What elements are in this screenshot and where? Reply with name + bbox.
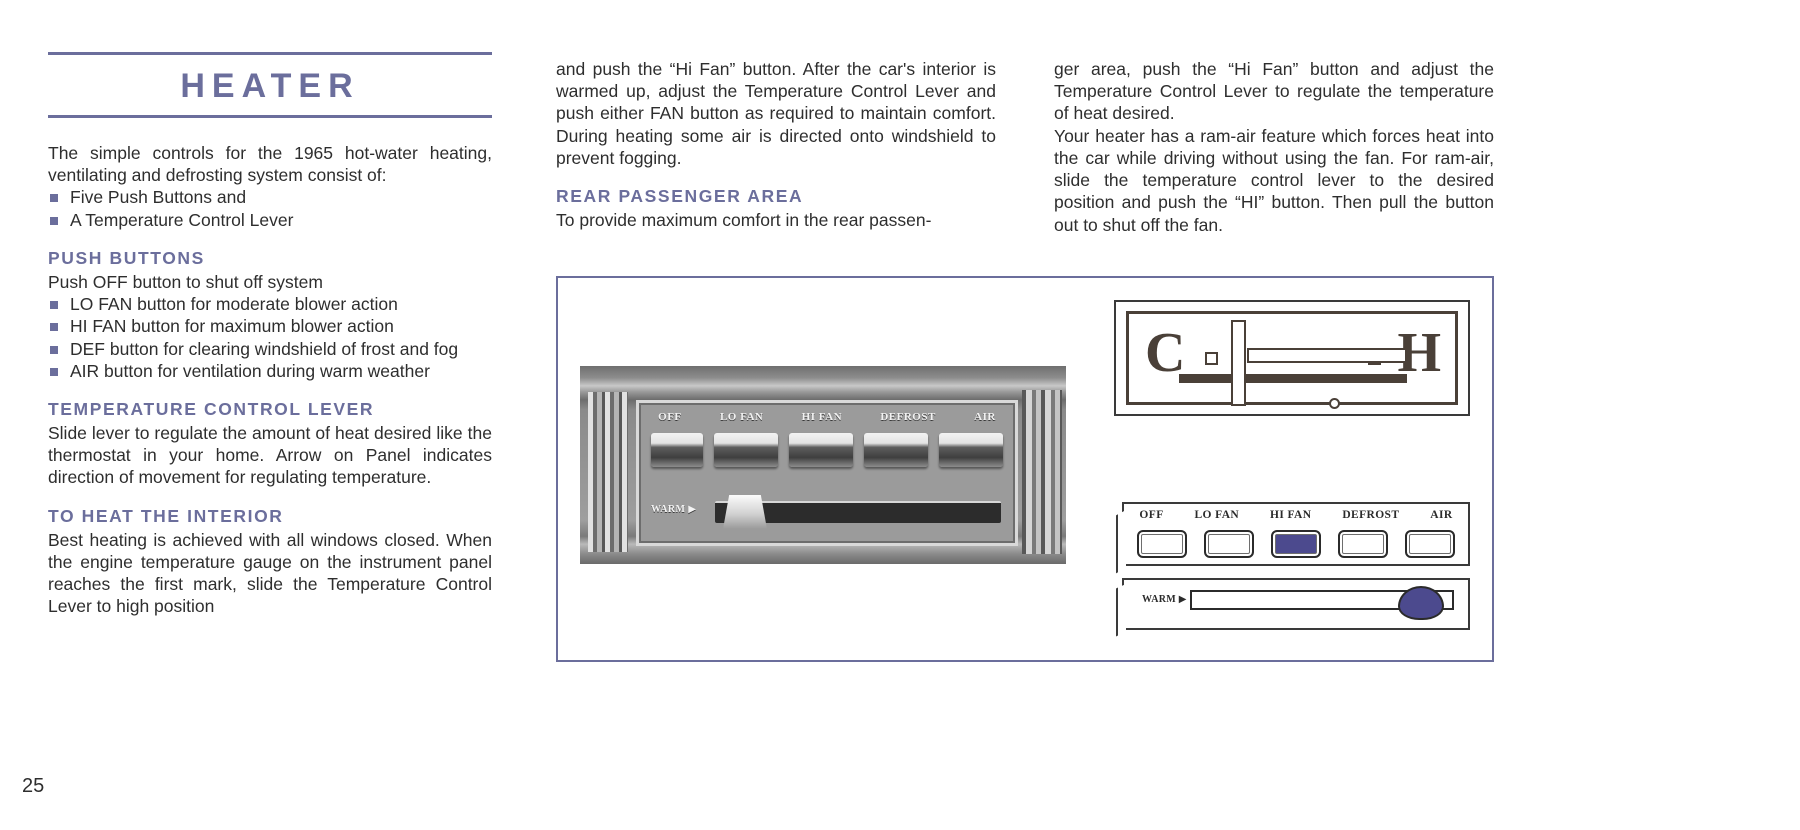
temperature-lever-paragraph: Slide lever to regulate the amount of he… xyxy=(48,422,492,488)
lever-pivot xyxy=(1329,398,1340,409)
diagram-button-hi-fan[interactable] xyxy=(1270,530,1321,558)
rear-passenger-continuation-paragraph: ger area, push the “Hi Fan” button and a… xyxy=(1054,59,1494,124)
figure-box: OFF LO FAN HI FAN DEFROST AIR WARM ▶ xyxy=(556,276,1494,662)
right-column: ger area, push the “Hi Fan” button and a… xyxy=(1054,58,1494,236)
title-rule-top xyxy=(48,52,492,55)
photo-button-air xyxy=(939,433,1004,467)
title-rule-bottom xyxy=(48,115,492,118)
diagram-label-air: AIR xyxy=(1430,509,1453,521)
lever-cold-label: C xyxy=(1145,322,1186,384)
intro-bullet-list: Five Push Buttons and A Temperature Cont… xyxy=(48,186,492,230)
to-heat-interior-paragraph: Best heating is achieved with all window… xyxy=(48,529,492,617)
push-buttons-bullet-list: LO FAN button for moderate blower action… xyxy=(48,293,492,382)
diagram-label-lo-fan: LO FAN xyxy=(1194,509,1240,521)
rear-passenger-paragraph: To provide maximum comfort in the rear p… xyxy=(556,210,932,231)
diagram-button-off[interactable] xyxy=(1136,530,1187,558)
photo-button-row xyxy=(645,433,1009,467)
diagram-label-off: OFF xyxy=(1139,509,1164,521)
photo-label-air: AIR xyxy=(974,411,996,423)
lever-diagram-inner-frame: C H xyxy=(1126,311,1458,409)
photo-right-trim xyxy=(1022,390,1062,554)
page-title: HEATER xyxy=(180,67,360,105)
diagram-warm-label: WARM ▶ xyxy=(1142,594,1187,605)
heater-control-panel-photo: OFF LO FAN HI FAN DEFROST AIR WARM ▶ xyxy=(580,366,1066,564)
push-buttons-lead: Push OFF button to shut off system xyxy=(48,271,323,292)
diagram-lever-slot xyxy=(1190,590,1454,610)
photo-lever-knob xyxy=(723,495,767,529)
section-heading-rear-passenger-area: REAR PASSENGER AREA xyxy=(556,186,804,207)
push-button-diagram: OFF LO FAN HI FAN DEFROST AIR WARM ▶ xyxy=(1114,502,1470,636)
photo-control-face: OFF LO FAN HI FAN DEFROST AIR WARM ▶ xyxy=(636,400,1018,546)
button-diagram-panel: OFF LO FAN HI FAN DEFROST AIR xyxy=(1122,502,1470,566)
diagram-label-defrost: DEFROST xyxy=(1342,509,1400,521)
photo-lever-slot xyxy=(715,501,1001,523)
photo-label-defrost: DEFROST xyxy=(880,411,936,423)
diagram-lever-panel: WARM ▶ xyxy=(1122,578,1470,630)
middle-column: and push the “Hi Fan” button. After the … xyxy=(556,58,996,231)
section-heading-temperature-lever: TEMPERATURE CONTROL LEVER xyxy=(48,398,375,419)
diagram-button-air[interactable] xyxy=(1405,530,1456,558)
lever-track-light xyxy=(1247,348,1407,363)
list-item: AIR button for ventilation during warm w… xyxy=(48,360,492,382)
lever-handle[interactable] xyxy=(1231,320,1340,409)
diagram-button-lo-fan[interactable] xyxy=(1203,530,1254,558)
list-item: Five Push Buttons and xyxy=(48,186,492,208)
photo-button-labels: OFF LO FAN HI FAN DEFROST AIR xyxy=(639,411,1015,423)
photo-warm-label: WARM ▶ xyxy=(651,504,697,515)
page-number: 25 xyxy=(22,775,45,797)
lever-detent-left xyxy=(1205,352,1218,365)
diagram-label-hi-fan: HI FAN xyxy=(1269,509,1312,521)
section-heading-to-heat-interior: TO HEAT THE INTERIOR xyxy=(48,505,284,526)
photo-left-trim xyxy=(588,392,628,552)
ram-air-paragraph: Your heater has a ram-air feature which … xyxy=(1054,125,1494,235)
title-band: HEATER xyxy=(48,55,492,115)
diagram-button-defrost[interactable] xyxy=(1338,530,1389,558)
photo-button-defrost xyxy=(864,433,929,467)
photo-lever-row: WARM ▶ xyxy=(647,495,1005,529)
list-item: DEF button for clearing windshield of fr… xyxy=(48,338,492,360)
figure-inner-frame xyxy=(564,284,1486,654)
photo-button-hi-fan xyxy=(788,433,853,467)
list-item: LO FAN button for moderate blower action xyxy=(48,293,492,315)
lever-track-dark xyxy=(1179,374,1407,383)
list-item: A Temperature Control Lever xyxy=(48,209,492,231)
list-item: HI FAN button for maximum blower action xyxy=(48,315,492,337)
intro-paragraph: The simple controls for the 1965 hot-wat… xyxy=(48,143,492,186)
continuation-paragraph: and push the “Hi Fan” button. After the … xyxy=(556,59,996,168)
left-column: HEATER The simple controls for the 1965 … xyxy=(48,52,492,618)
photo-label-lo-fan: LO FAN xyxy=(719,411,764,423)
diagram-lever-knob[interactable] xyxy=(1398,586,1444,620)
diagram-button-row xyxy=(1128,530,1464,558)
photo-button-off xyxy=(650,433,703,467)
photo-label-off: OFF xyxy=(658,411,682,423)
photo-label-hi-fan: HI FAN xyxy=(801,411,843,423)
temperature-lever-diagram: C H xyxy=(1114,300,1470,416)
diagram-button-labels: OFF LO FAN HI FAN DEFROST AIR xyxy=(1124,509,1468,521)
photo-button-lo-fan xyxy=(713,433,778,467)
section-heading-push-buttons: PUSH BUTTONS xyxy=(48,247,205,268)
